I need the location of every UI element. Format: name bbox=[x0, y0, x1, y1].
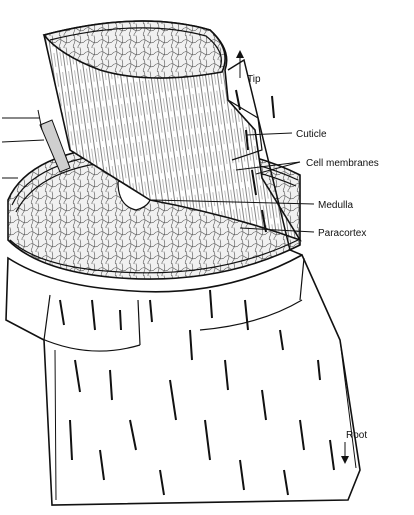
hair-shaft-lower bbox=[6, 255, 360, 505]
root-arrow bbox=[341, 442, 349, 464]
label-cuticle: Cuticle bbox=[296, 129, 327, 140]
label-paracortex: Paracortex bbox=[318, 228, 366, 239]
label-cell-membranes: Cell membranes bbox=[306, 158, 379, 169]
label-medulla: Medulla bbox=[318, 200, 353, 211]
label-tip: Tip bbox=[247, 74, 261, 85]
label-root: Root bbox=[346, 430, 367, 441]
